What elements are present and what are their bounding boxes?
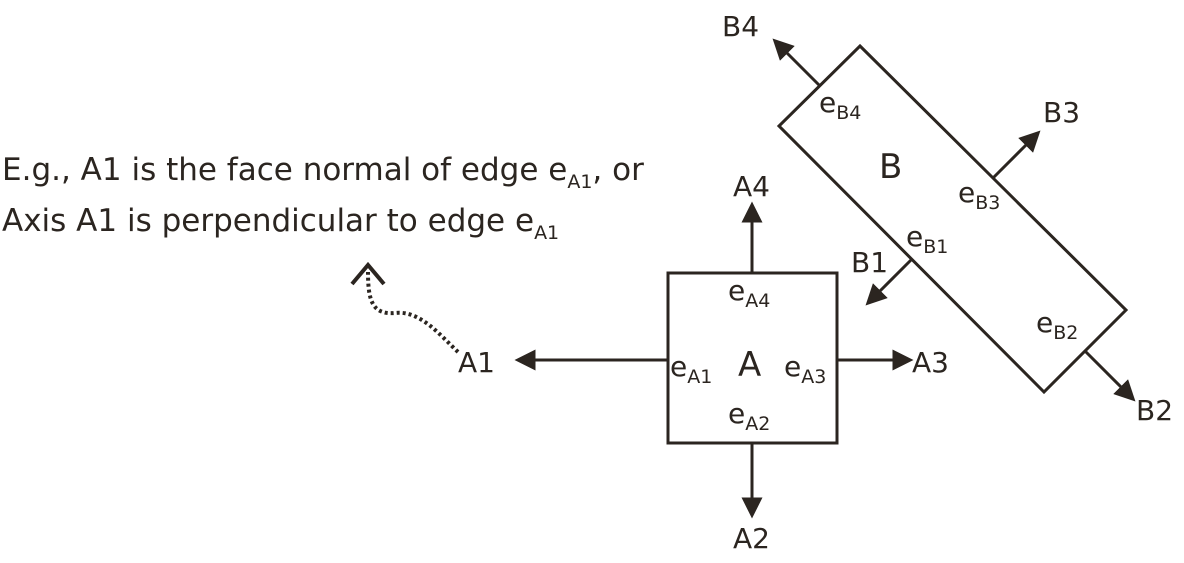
axis-label-b4: B4 <box>722 10 759 43</box>
edge-label-ea1: eA1 <box>670 350 712 388</box>
box-b-label: B <box>879 147 902 187</box>
edge-label-ea2: eA2 <box>728 397 770 435</box>
edge-label-ea4: eA4 <box>728 274 770 312</box>
axis-label-b1: B1 <box>851 246 888 279</box>
edge-label-eb3: eB3 <box>958 176 1000 214</box>
edge-label-eb1: eB1 <box>906 220 948 258</box>
note-line-2: Axis A1 is perpendicular to edge eA1 <box>2 203 559 244</box>
pointer-arrowhead <box>350 261 386 286</box>
edge-label-eb4: eB4 <box>819 86 861 124</box>
axis-label-a1: A1 <box>458 346 495 379</box>
axis-b1-arrow <box>865 257 914 306</box>
box-a-label: A <box>738 345 761 385</box>
axis-label-b2: B2 <box>1136 394 1173 427</box>
axis-label-a2: A2 <box>733 522 770 555</box>
axis-b2-arrow <box>1083 349 1136 402</box>
axis-b4-arrow <box>772 38 822 88</box>
edge-label-eb2: eB2 <box>1036 306 1078 344</box>
axis-label-a3: A3 <box>912 346 949 379</box>
edge-label-ea3: eA3 <box>784 350 826 388</box>
axis-label-a4: A4 <box>733 170 770 203</box>
axis-b3-arrow <box>991 130 1041 180</box>
box-b <box>776 43 1129 395</box>
note-line-1: E.g., A1 is the face normal of edge eA1,… <box>2 152 644 193</box>
axis-label-b3: B3 <box>1043 96 1080 129</box>
